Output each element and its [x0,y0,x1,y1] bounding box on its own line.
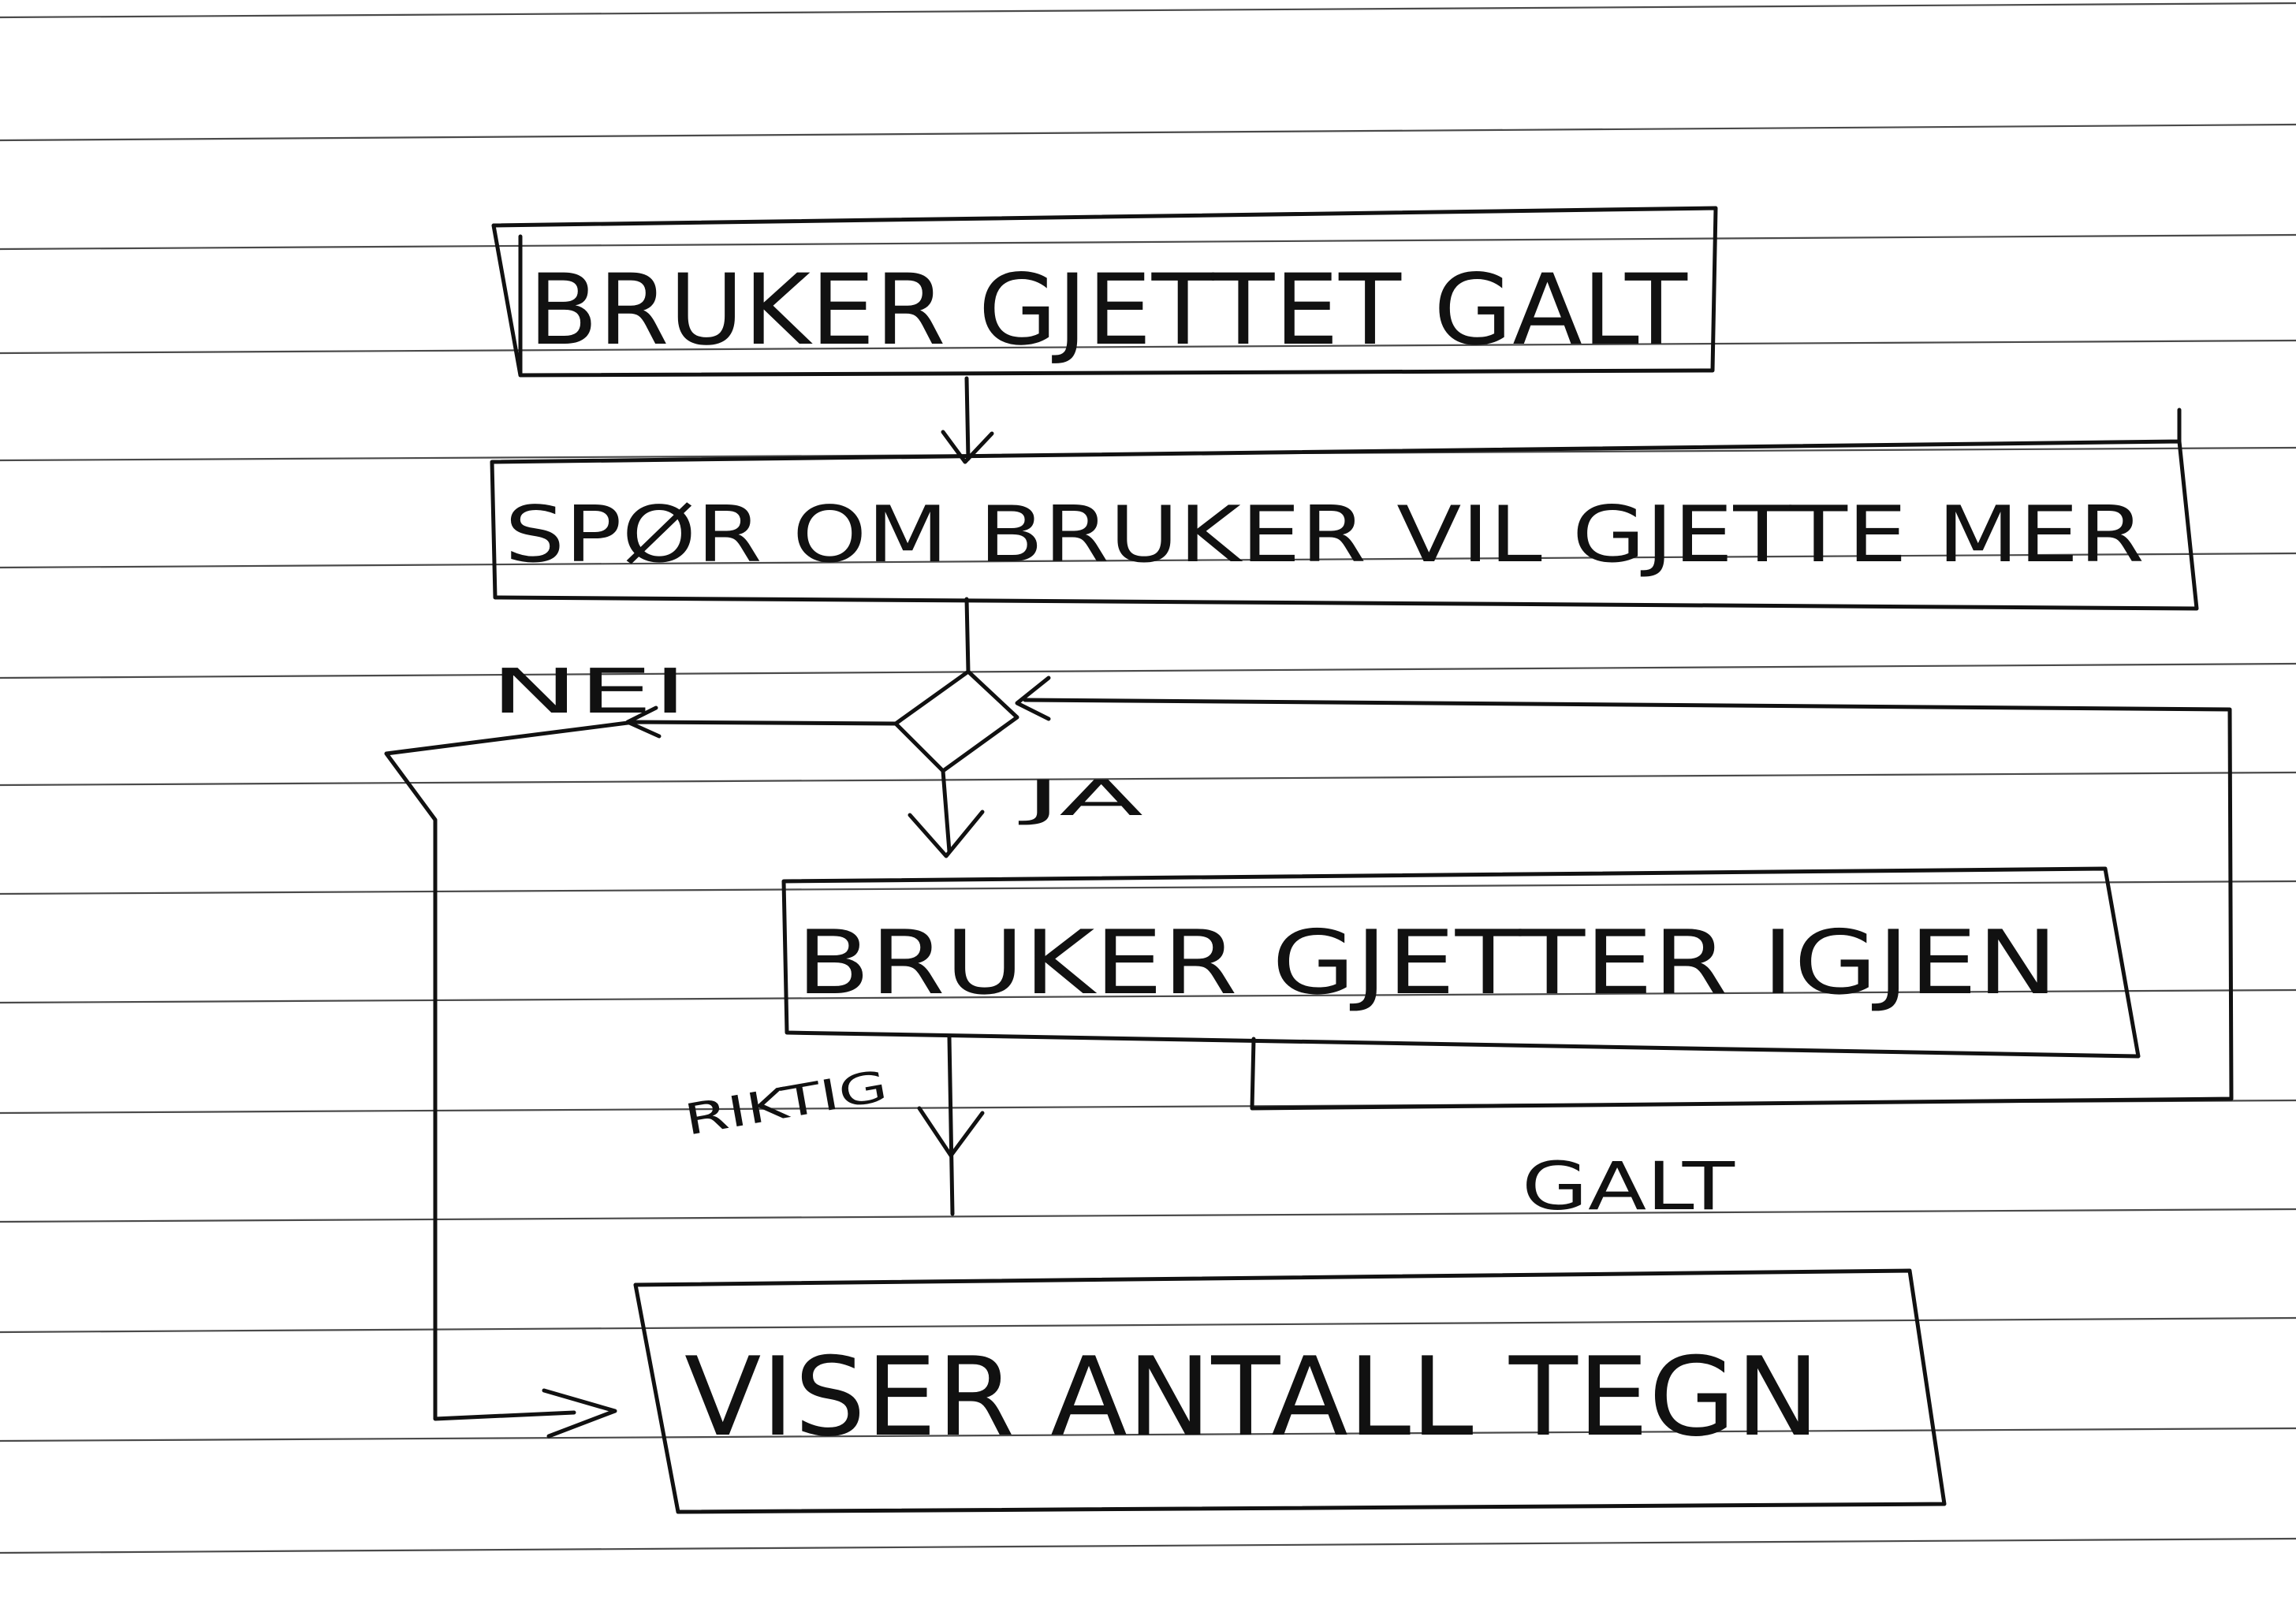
edge-yes-label: JA [1017,769,1143,827]
edge-no: NEI [384,657,898,1439]
node-guesses-again-label: BRUKER GJETTER IGJEN [796,912,2058,1014]
node-guessed-wrong: BRUKER GJETTET GALT [491,206,1718,378]
node-guesses-again-border [781,866,2141,1059]
edge-yes: JA [908,769,1143,858]
node-show-count-label: VISER ANTALL TEGN [684,1334,1820,1461]
arrow-to-ask-more [941,376,994,464]
edge-wrong-label: GALT [1522,1148,1735,1225]
node-show-count-border [633,1268,1947,1514]
edge-wrong: GALT [1015,676,2234,1225]
node-ask-more-label: SPØR OM BRUKER VIL GJETTE MER [505,490,2145,580]
node-guesses-again: BRUKER GJETTER IGJEN [781,866,2141,1059]
node-ask-more: SPØR OM BRUKER VIL GJETTE MER [490,408,2199,611]
node-guessed-wrong-border [491,206,1718,378]
node-guessed-wrong-label: BRUKER GJETTET GALT [528,254,1688,367]
node-ask-more-border [490,408,2199,611]
connector-to-decision [964,597,971,674]
edge-no-label: NEI [490,657,688,728]
node-show-count: VISER ANTALL TEGN [633,1268,1947,1514]
